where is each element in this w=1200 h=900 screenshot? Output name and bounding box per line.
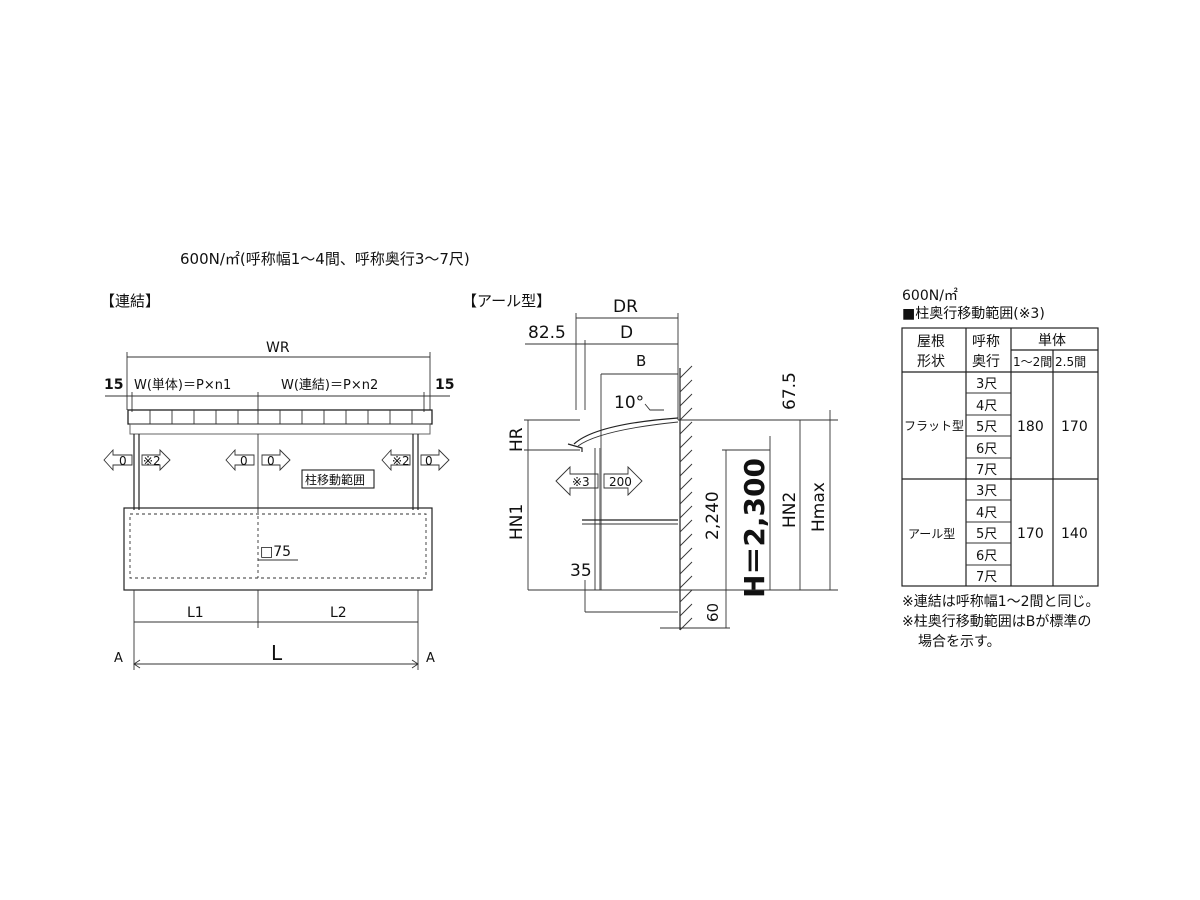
- depth-cell: 3尺: [976, 377, 997, 392]
- depth-cell: 6尺: [976, 549, 997, 564]
- value-flat-span2: 170: [1061, 419, 1088, 435]
- wr-label: WR: [266, 340, 290, 356]
- arrow-right-icon: [261, 448, 291, 472]
- arrow-200-label: 200: [609, 475, 632, 489]
- note-2: ※柱奥行移動範囲はBが標準の: [902, 613, 1091, 630]
- dim-675-label: 67.5: [780, 372, 800, 410]
- arrow-x3-label: ※3: [572, 475, 590, 489]
- a-left-label: A: [114, 651, 123, 666]
- note-1: ※連結は呼称幅1～2間と同じ。: [902, 594, 1100, 610]
- dim-2240-label: 2,240: [703, 491, 723, 540]
- hmax-label: Hmax: [809, 482, 829, 532]
- hn1-label: HN1: [507, 504, 527, 540]
- movement-arrows: 0 ※2 0 0 ※2 0: [103, 448, 450, 472]
- arrow-left-icon: [555, 465, 599, 497]
- l1-label: L1: [187, 605, 204, 621]
- curved-roof: [573, 417, 679, 445]
- l2-label: L2: [330, 605, 347, 621]
- right-15-label: 15: [435, 377, 454, 393]
- dim-60-label: 60: [704, 603, 722, 622]
- range-table: [901, 327, 1099, 587]
- hn2-label: HN2: [780, 492, 800, 528]
- value-round-span1: 170: [1017, 526, 1044, 542]
- svg-text:0: 0: [119, 454, 127, 468]
- l-label: L: [271, 641, 283, 665]
- svg-text:0: 0: [267, 454, 275, 468]
- joint-elevation-drawing: 【連結】 WR 15 15 W(単体)＝P×n1 W(連結)＝P×n2: [100, 292, 454, 670]
- post-range-label: 柱移動範囲: [305, 472, 365, 487]
- arrow-right-icon: [603, 465, 643, 497]
- value-flat-span1: 180: [1017, 419, 1044, 435]
- header-depth-1: 呼称: [972, 334, 1000, 350]
- depth-cell: 5尺: [976, 527, 997, 542]
- header-roof-2: 形状: [917, 354, 945, 370]
- hr-label: HR: [507, 427, 527, 452]
- depth-cell: 6尺: [976, 442, 997, 457]
- d-label: D: [620, 323, 633, 343]
- depth-cell: 5尺: [976, 420, 997, 435]
- wall-hatch: [679, 365, 693, 631]
- depth-cell: 3尺: [976, 484, 997, 499]
- gutter: [129, 423, 431, 435]
- header-depth-2: 奥行: [972, 353, 1000, 370]
- shape-flat: フラット型: [904, 419, 964, 433]
- header-roof-1: 屋根: [917, 334, 945, 350]
- left-15-label: 15: [104, 377, 123, 393]
- table-load-label: 600N/㎡: [902, 288, 958, 304]
- dr-label: DR: [613, 297, 638, 317]
- arrow-right-icon: [141, 448, 171, 472]
- w-joint-label: W(連結)＝P×n2: [281, 378, 378, 393]
- ground-base: [123, 507, 433, 591]
- header-span-1: 1～2間: [1013, 355, 1052, 369]
- arrow-right-icon: [420, 448, 450, 472]
- value-round-span2: 140: [1061, 526, 1088, 542]
- svg-text:0: 0: [425, 454, 433, 468]
- depth-cell: 7尺: [976, 570, 997, 585]
- svg-text:※2: ※2: [143, 454, 161, 468]
- svg-text:※2: ※2: [392, 454, 410, 468]
- roof-ribs: [149, 410, 413, 424]
- post-size-label: □75: [260, 544, 291, 560]
- post-range-box: [301, 469, 375, 489]
- post-depth-range-table-block: 600N/㎡ ■柱奥行移動範囲(※3) 屋根 形状 呼称 奥行 単体 1～2間 …: [901, 288, 1100, 650]
- d825-label: 82.5: [528, 323, 566, 343]
- shape-round: アール型: [908, 527, 955, 541]
- round-type-section-drawing: 【アール型】 DR 82.5 D B 10° 67.5: [462, 292, 838, 631]
- b-label: B: [636, 352, 646, 370]
- header-single: 単体: [1038, 333, 1066, 349]
- angle-label: 10°: [614, 393, 644, 413]
- svg-text:0: 0: [240, 454, 248, 468]
- round-section-title: 【アール型】: [462, 292, 551, 310]
- a-right-label: A: [426, 651, 435, 666]
- dim-35-label: 35: [570, 561, 592, 581]
- header-span-2: 2.5間: [1055, 355, 1086, 369]
- header-title: 600N/㎡(呼称幅1～4間、呼称奥行3～7尺): [180, 250, 470, 268]
- note-3: 場合を示す。: [918, 634, 1001, 650]
- depth-cell: 4尺: [976, 506, 997, 521]
- h2300-label: H＝2,300: [738, 458, 771, 598]
- table-title: ■柱奥行移動範囲(※3): [902, 305, 1045, 322]
- arrow-left-icon: [103, 448, 133, 472]
- arrow-left-icon: [225, 448, 255, 472]
- depth-cell: 4尺: [976, 399, 997, 414]
- depth-cell: 7尺: [976, 463, 997, 478]
- joint-section-title: 【連結】: [100, 292, 160, 310]
- w-single-label: W(単体)＝P×n1: [134, 377, 231, 393]
- arrow-left-icon: [381, 448, 411, 472]
